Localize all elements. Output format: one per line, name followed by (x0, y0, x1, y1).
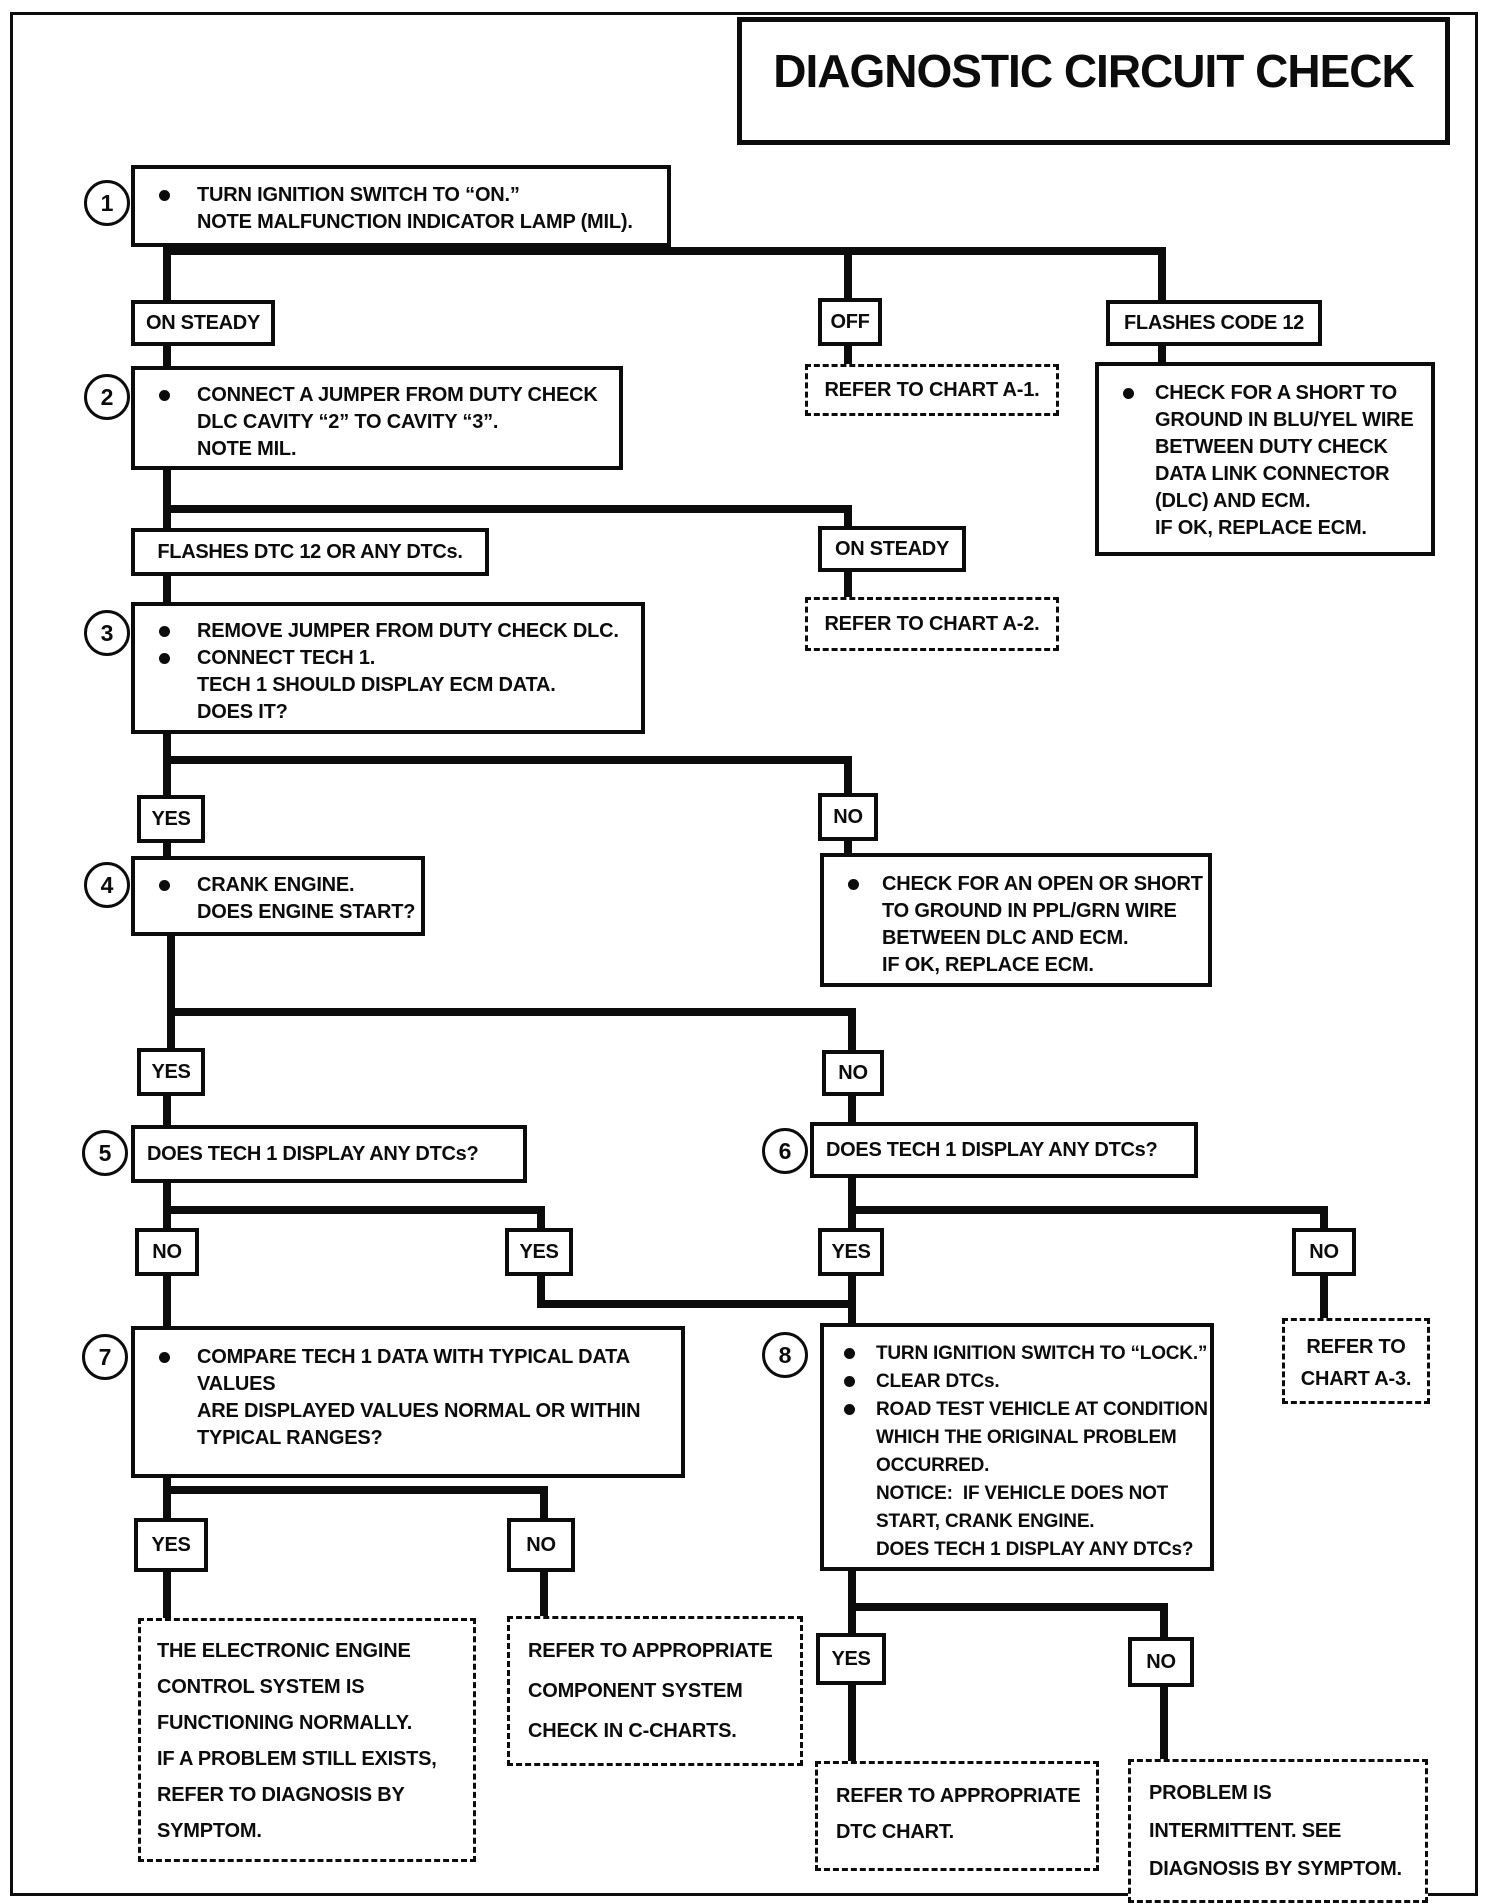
branch-label-yes-5: YES (134, 1518, 208, 1572)
connector-line (844, 252, 852, 300)
connector-line (1160, 1607, 1168, 1639)
connector-line (163, 1274, 171, 1330)
bullet-icon (159, 880, 170, 891)
bullet-icon (159, 390, 170, 401)
branch-label-no-2: NO (822, 1050, 884, 1096)
connector-line (848, 1274, 856, 1326)
connector-line (1158, 340, 1166, 366)
connector-line (1320, 1274, 1328, 1322)
branch-label-no-5: NO (507, 1518, 575, 1572)
step-number-2: 2 (84, 374, 130, 420)
branch-label-yes-4: YES (818, 1228, 884, 1276)
question-box-5: DOES TECH 1 DISPLAY ANY DTCs? (131, 1125, 527, 1183)
connector-line (163, 1486, 548, 1494)
bullet-icon (844, 1376, 855, 1387)
connector-line (848, 1008, 856, 1054)
connector-line (844, 509, 852, 531)
question-box-6: DOES TECH 1 DISPLAY ANY DTCs? (810, 1122, 1198, 1178)
connector-line (848, 1206, 1328, 1214)
action-box-1: TURN IGNITION SWITCH TO “ON.” NOTE MALFU… (131, 165, 671, 247)
branch-label-on-steady-1: ON STEADY (131, 300, 275, 346)
connector-line (848, 1567, 856, 1637)
step-number-5: 5 (82, 1130, 128, 1176)
connector-line (1320, 1210, 1328, 1232)
step-number-3: 3 (84, 610, 130, 656)
connector-line (163, 572, 171, 606)
action-box-7: COMPARE TECH 1 DATA WITH TYPICAL DATA VA… (131, 1326, 685, 1478)
connector-line (844, 568, 852, 602)
connector-line (167, 1008, 856, 1016)
connector-line (844, 837, 852, 855)
result-box-short-to-ground: CHECK FOR A SHORT TO GROUND IN BLU/YEL W… (1095, 362, 1435, 556)
connector-line (848, 1681, 856, 1763)
connector-line (163, 243, 171, 303)
bullet-icon (1123, 388, 1134, 399)
bullet-icon (159, 1352, 170, 1363)
connector-line (848, 1603, 1168, 1611)
branch-label-on-steady-2: ON STEADY (818, 526, 966, 572)
step-number-4: 4 (84, 862, 130, 908)
action-box-3: REMOVE JUMPER FROM DUTY CHECK DLC. CONNE… (131, 602, 645, 734)
bullet-icon (848, 879, 859, 890)
connector-line (163, 756, 852, 764)
result-box-open-or-short: CHECK FOR AN OPEN OR SHORT TO GROUND IN … (820, 853, 1212, 987)
step-number-7: 7 (82, 1334, 128, 1380)
branch-label-yes-1: YES (137, 795, 205, 843)
ref-box-dtc-chart: REFER TO APPROPRIATE DTC CHART. (815, 1761, 1099, 1871)
connector-line (163, 1179, 171, 1231)
ref-box-intermittent: PROBLEM IS INTERMITTENT. SEE DIAGNOSIS B… (1128, 1759, 1428, 1903)
connector-line (848, 1174, 856, 1232)
ref-box-chart-a3: REFER TO CHART A-3. (1282, 1318, 1430, 1404)
step-number-8: 8 (762, 1332, 808, 1378)
connector-line (537, 1210, 545, 1232)
connector-line (1160, 1683, 1168, 1761)
bullet-icon (159, 653, 170, 664)
connector-line (1158, 252, 1166, 302)
connector-line (163, 839, 171, 859)
connector-line (537, 1300, 856, 1308)
ref-box-chart-a2: REFER TO CHART A-2. (805, 597, 1059, 651)
branch-label-flashes-dtc: FLASHES DTC 12 OR ANY DTCs. (131, 528, 489, 576)
connector-line (163, 1092, 171, 1128)
bullet-icon (844, 1348, 855, 1359)
connector-line (537, 1274, 545, 1308)
connector-line (540, 1568, 548, 1618)
connector-line (167, 932, 175, 1052)
branch-label-yes-2: YES (137, 1048, 205, 1096)
ref-box-c-charts: REFER TO APPROPRIATE COMPONENT SYSTEM CH… (507, 1616, 803, 1766)
step-number-6: 6 (762, 1128, 808, 1174)
connector-line (163, 730, 171, 798)
ref-box-functioning-normally: THE ELECTRONIC ENGINE CONTROL SYSTEM IS … (138, 1618, 476, 1862)
page-border (10, 12, 1478, 1896)
connector-line (163, 1568, 171, 1620)
branch-label-flashes-code-12: FLASHES CODE 12 (1106, 300, 1322, 346)
connector-line (844, 340, 852, 370)
page-title: DIAGNOSTIC CIRCUIT CHECK (773, 45, 1414, 97)
connector-line (163, 1206, 545, 1214)
branch-label-yes-6: YES (816, 1633, 886, 1685)
connector-line (844, 760, 852, 796)
connector-line (163, 505, 852, 513)
connector-line (163, 340, 171, 370)
action-box-4: CRANK ENGINE. DOES ENGINE START? (131, 856, 425, 936)
branch-label-no-3: NO (135, 1228, 199, 1276)
action-box-8: TURN IGNITION SWITCH TO “LOCK.” CLEAR DT… (820, 1323, 1214, 1571)
connector-line (540, 1490, 548, 1522)
branch-label-no-1: NO (818, 793, 878, 841)
branch-label-no-6: NO (1128, 1637, 1194, 1687)
ref-box-chart-a1: REFER TO CHART A-1. (805, 364, 1059, 416)
step-number-1: 1 (84, 180, 130, 226)
connector-line (163, 468, 171, 532)
connector-line (163, 247, 1166, 255)
title-box: DIAGNOSTIC CIRCUIT CHECK (737, 17, 1450, 145)
branch-label-no-4: NO (1292, 1228, 1356, 1276)
bullet-icon (159, 626, 170, 637)
bullet-icon (844, 1404, 855, 1415)
bullet-icon (159, 190, 170, 201)
branch-label-off: OFF (818, 298, 882, 346)
connector-line (163, 1476, 171, 1522)
connector-line (848, 1092, 856, 1126)
action-box-2: CONNECT A JUMPER FROM DUTY CHECK DLC CAV… (131, 366, 623, 470)
branch-label-yes-3: YES (505, 1228, 573, 1276)
